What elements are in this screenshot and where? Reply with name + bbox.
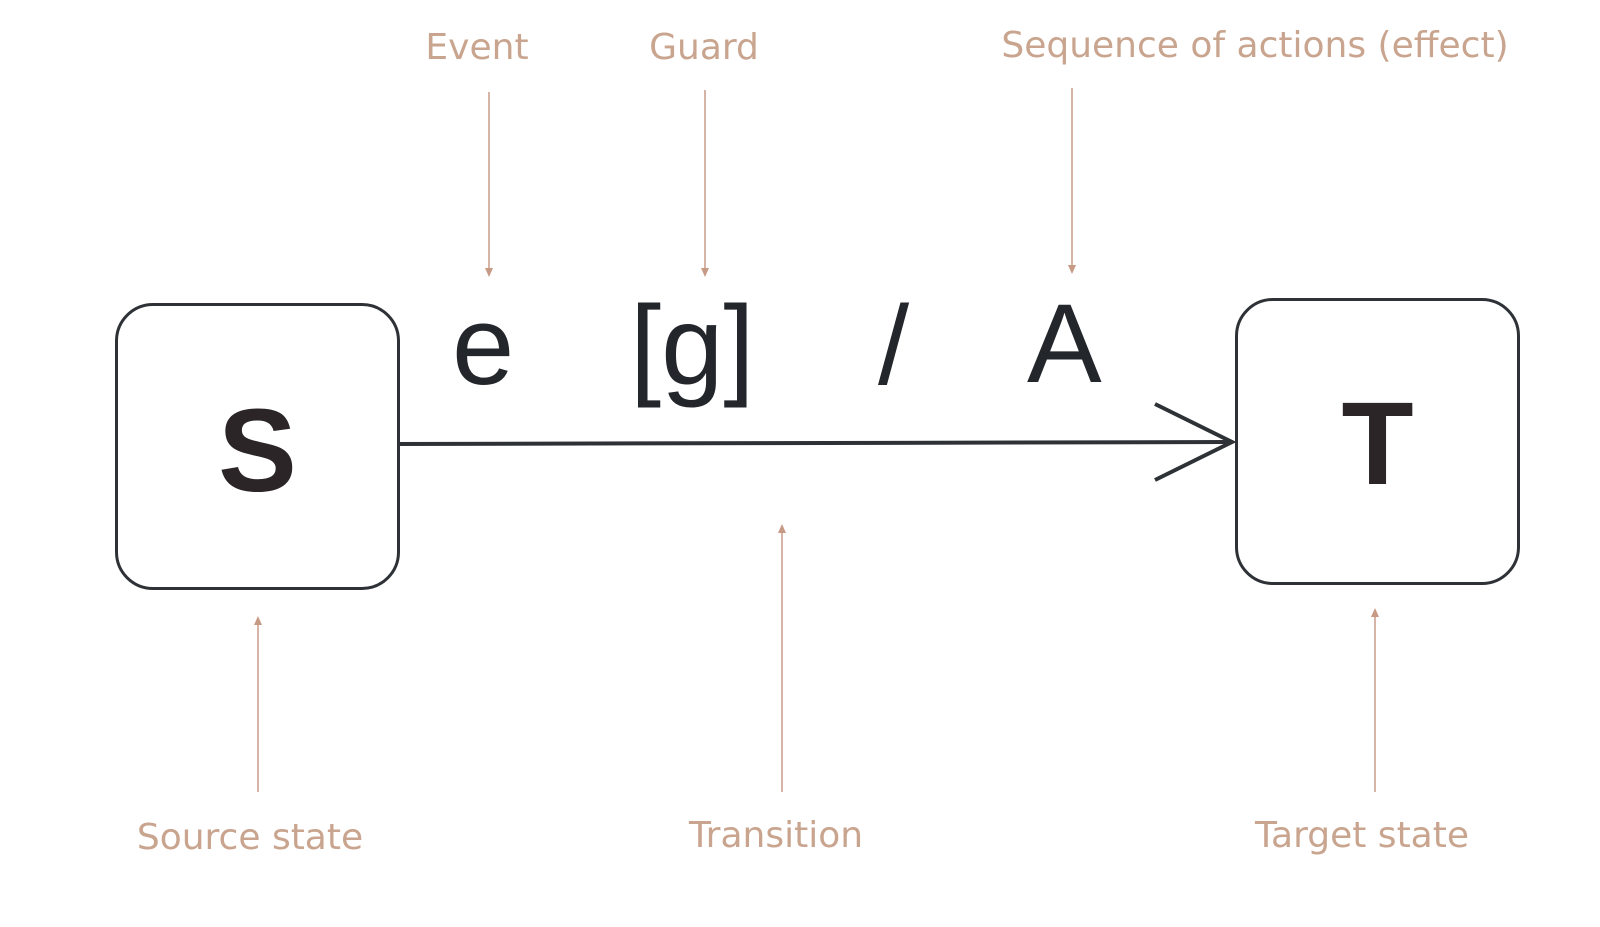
source-state-name: S xyxy=(218,384,297,517)
transition-arrowhead xyxy=(1154,402,1237,482)
target-state-annotation: Target state xyxy=(1254,815,1470,856)
effect-annotation: Sequence of actions (effect) xyxy=(1001,25,1509,66)
transition-action-label: A xyxy=(1027,281,1102,406)
source-state-annotation: Source state xyxy=(136,817,364,858)
transition-annotation: Transition xyxy=(688,815,864,856)
transition-arrow-line xyxy=(395,440,1231,446)
target-state-name: T xyxy=(1341,377,1414,510)
target-state-box: T xyxy=(1235,298,1520,585)
transition-guard-label: [g] xyxy=(630,283,755,408)
transition-separator: / xyxy=(878,283,910,408)
transition-event-label: e xyxy=(452,283,515,408)
guard-annotation: Guard xyxy=(649,27,759,68)
event-annotation: Event xyxy=(425,27,529,68)
source-state-box: S xyxy=(115,303,400,590)
